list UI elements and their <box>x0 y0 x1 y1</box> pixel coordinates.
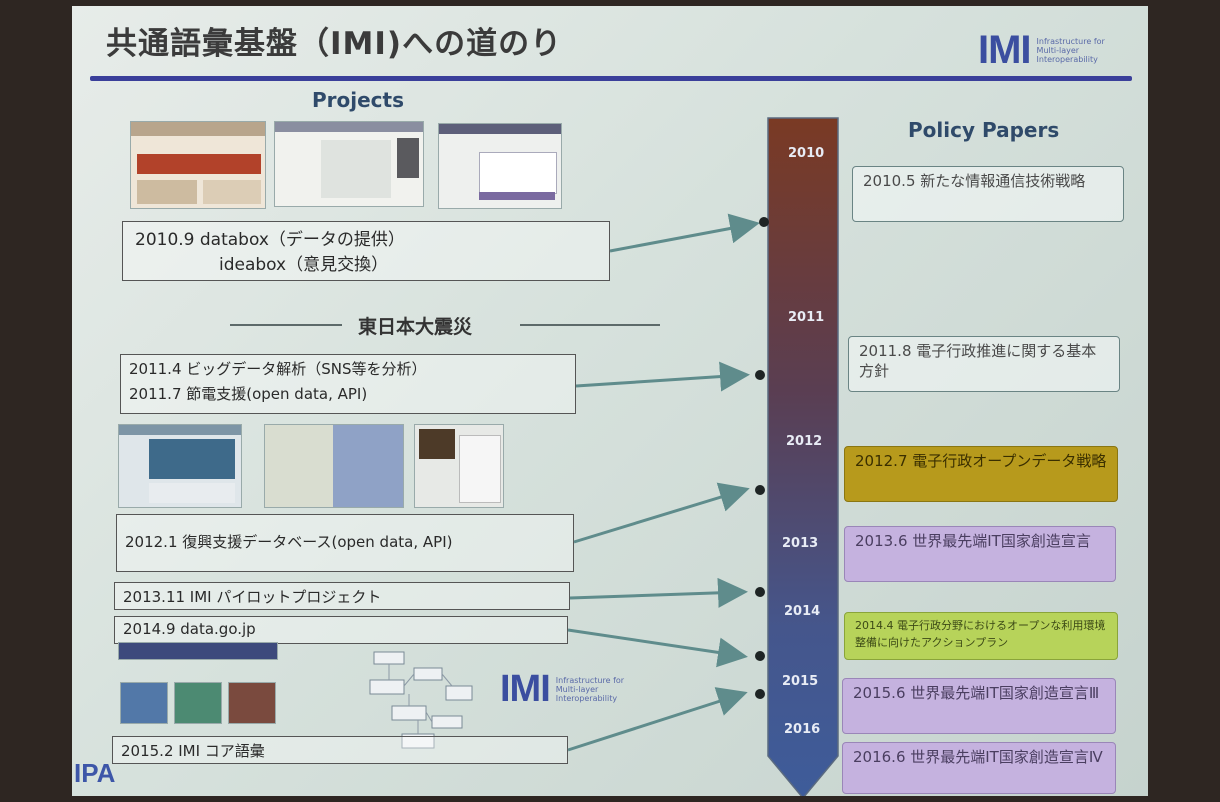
year-label: 2010 <box>788 146 825 161</box>
title-underline <box>90 76 1132 81</box>
ipa-logo: IPA <box>74 758 116 788</box>
disaster-label: 東日本大震災 <box>358 316 473 338</box>
policy-box-2015: 2015.6 世界最先端IT国家創造宣言Ⅲ <box>842 678 1116 734</box>
logo-text: IMI <box>978 28 1032 72</box>
project-line: 2015.2 IMI コア語彙 <box>121 742 265 760</box>
timeline-dot <box>755 587 765 597</box>
timeline-dot <box>755 485 765 495</box>
project-box-databox: 2010.9 databox（データの提供） ideabox（意見交換） <box>122 221 610 281</box>
datagojp-tile-1 <box>120 682 168 724</box>
policy-box-2013: 2013.6 世界最先端IT国家創造宣言 <box>844 526 1116 582</box>
timeline-dot <box>759 217 769 227</box>
imi-logo-body: IMI Infrastructure for Multi-layer Inter… <box>500 668 626 711</box>
year-label: 2015 <box>782 674 819 689</box>
divider-right <box>520 324 660 326</box>
policy-box-2016: 2016.6 世界最先端IT国家創造宣言Ⅳ <box>842 742 1116 794</box>
policy-box-2012: 2012.7 電子行政オープンデータ戦略 <box>844 446 1118 502</box>
imi-logo-header: IMI Infrastructure for Multi-layer Inter… <box>978 28 1107 73</box>
datagojp-header-screenshot <box>118 642 278 660</box>
year-label: 2016 <box>784 722 821 737</box>
projects-heading: Projects <box>312 88 405 112</box>
year-label: 2014 <box>784 604 821 619</box>
policy-papers-heading: Policy Papers <box>908 118 1060 142</box>
policy-box-2014: 2014.4 電子行政分野におけるオープンな利用環境整備に向けたアクションプラン <box>844 612 1118 660</box>
bigdata-screenshot <box>118 424 242 508</box>
timeline-dot <box>755 651 765 661</box>
datagojp-tile-3 <box>228 682 276 724</box>
year-label: 2013 <box>782 536 819 551</box>
year-label: 2011 <box>788 310 825 325</box>
policy-box-2011: 2011.8 電子行政推進に関する基本方針 <box>848 336 1120 392</box>
project-line: 2011.4 ビッグデータ解析（SNS等を分析） <box>129 360 427 378</box>
logo-text: IMI <box>500 668 551 710</box>
project-line: 2014.9 data.go.jp <box>123 620 256 638</box>
timeline-dot <box>755 370 765 380</box>
timeline-bar <box>767 117 839 796</box>
connector-arrows <box>567 213 760 752</box>
ideabox-screenshot <box>274 121 424 207</box>
slide: 共通語彙基盤（IMI)への道のり IMI Infrastructure for … <box>72 6 1148 796</box>
ideabox-chart-screenshot <box>438 123 562 209</box>
project-line: 2011.7 節電支援(open data, API) <box>129 385 368 403</box>
policy-box-2010: 2010.5 新たな情報通信技術戦略 <box>852 166 1124 222</box>
timeline-dot <box>755 689 765 699</box>
map-screenshot <box>264 424 404 508</box>
database-screenshot <box>414 424 504 508</box>
project-box-2013: 2013.11 IMI パイロットプロジェクト <box>114 582 570 610</box>
project-line: 2013.11 IMI パイロットプロジェクト <box>123 588 382 606</box>
slide-title: 共通語彙基盤（IMI)への道のり <box>106 26 563 62</box>
datagojp-tile-2 <box>174 682 222 724</box>
logo-tagline: Infrastructure for Multi-layer Interoper… <box>1036 37 1105 64</box>
project-box-2011: 2011.4 ビッグデータ解析（SNS等を分析） 2011.7 節電支援(ope… <box>120 354 576 414</box>
year-label: 2012 <box>786 434 823 449</box>
project-box-2012: 2012.1 復興支援データベース(open data, API) <box>116 514 574 572</box>
project-line: 2010.9 databox（データの提供） <box>135 230 405 250</box>
project-line: ideabox（意見交換） <box>219 255 389 275</box>
project-line: 2012.1 復興支援データベース(open data, API) <box>125 533 453 551</box>
project-box-2015: 2015.2 IMI コア語彙 <box>112 736 568 764</box>
logo-tagline: Infrastructure for Multi-layer Interoper… <box>555 676 625 703</box>
project-box-2014: 2014.9 data.go.jp <box>114 616 568 644</box>
vocabulary-diagram <box>369 651 473 749</box>
divider-left <box>230 324 342 326</box>
databox-screenshot <box>130 121 266 209</box>
